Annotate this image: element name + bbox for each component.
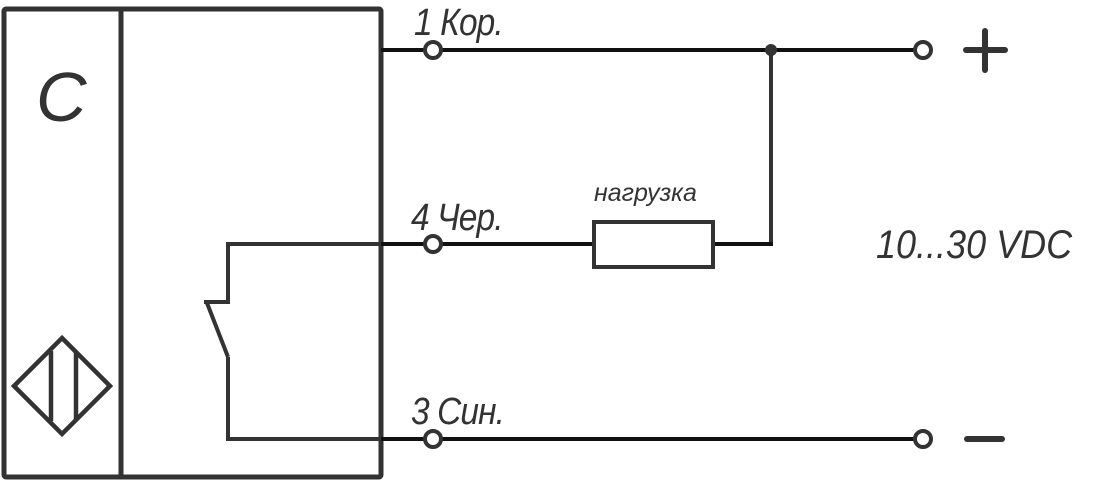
load-resistor-icon <box>592 220 715 269</box>
terminal-1 <box>423 40 443 60</box>
wire-1-brown <box>381 40 933 244</box>
wire-4-black <box>381 220 773 269</box>
wire-3-blue <box>381 429 933 449</box>
terminal-4 <box>423 234 443 254</box>
sensor-type-letter: C <box>36 58 87 136</box>
pin-label-4: 4 Чер. <box>411 197 503 239</box>
pin-label-3: 3 Син. <box>411 391 505 433</box>
load-label: нагрузка <box>594 179 697 207</box>
terminal-3 <box>423 429 443 449</box>
terminal-plus <box>913 40 933 60</box>
output-switch-icon <box>204 242 381 441</box>
terminal-minus <box>913 429 933 449</box>
capacitive-sensor-icon <box>10 334 114 438</box>
supply-voltage-label: 10...30 VDC <box>876 223 1073 267</box>
pin-label-1: 1 Кор. <box>414 2 504 44</box>
